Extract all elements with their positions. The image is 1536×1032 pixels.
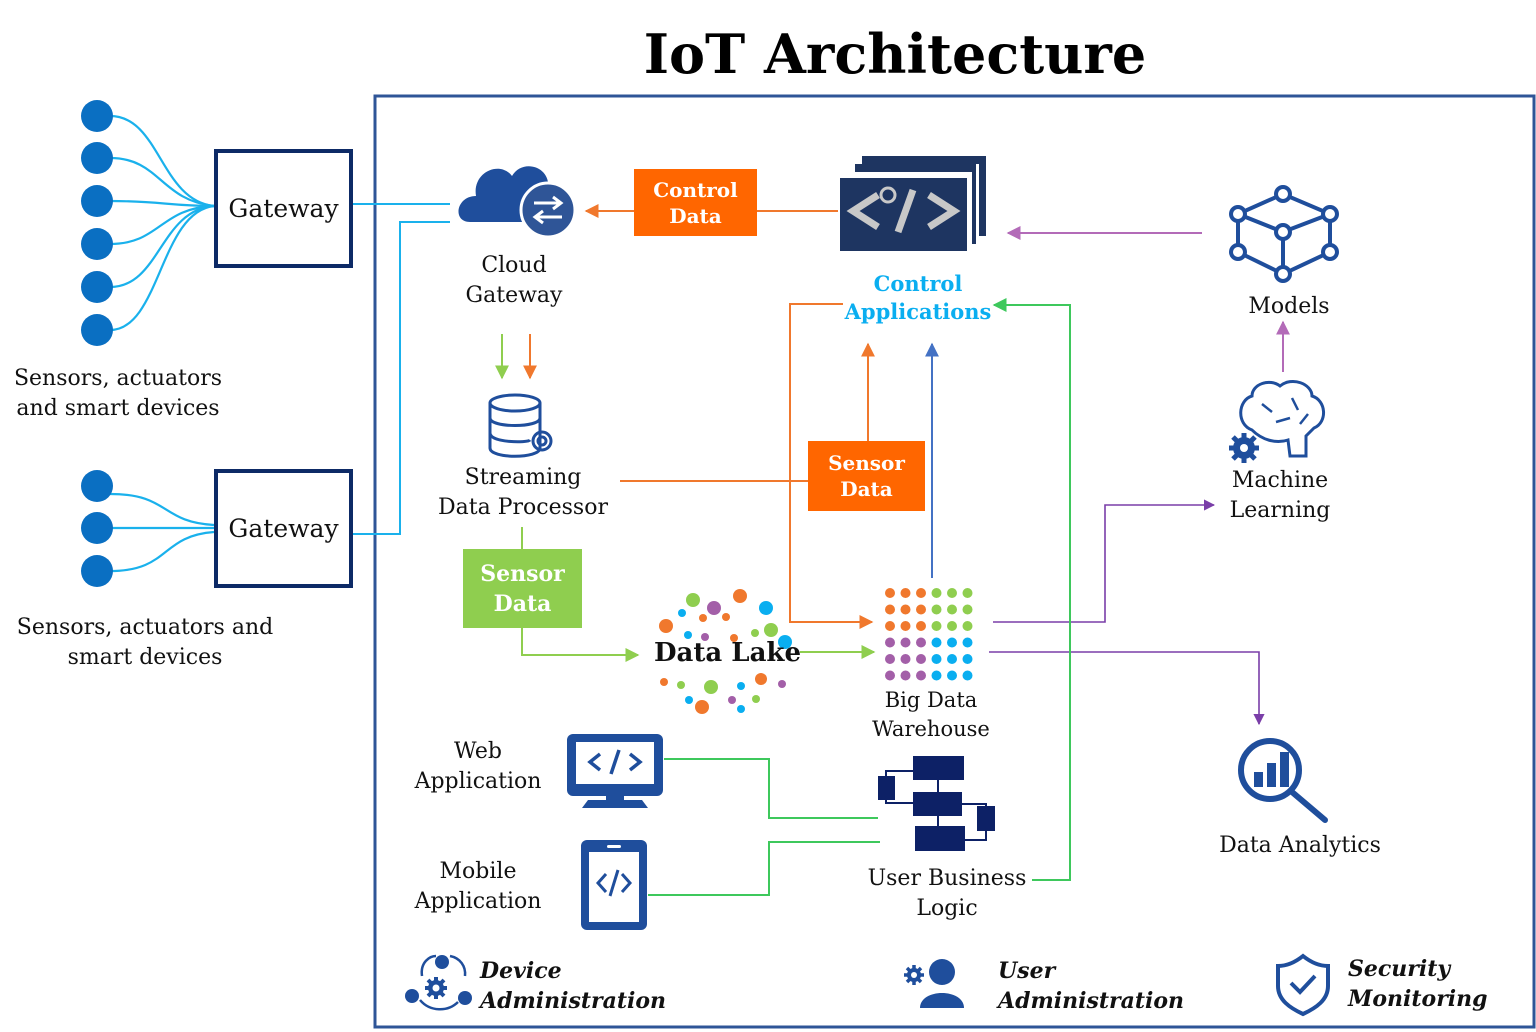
sensor-device — [81, 185, 113, 217]
warehouse-dot — [931, 621, 942, 631]
data-analytics-label: Data Analytics — [1219, 833, 1381, 858]
warehouse-dot — [916, 654, 926, 664]
warehouse-dot — [885, 654, 895, 664]
cloud-exchange-icon — [458, 166, 577, 239]
code-window-stack-icon — [840, 156, 986, 252]
devices-label-group-1: Sensors, actuators and smart devices — [13, 366, 223, 421]
sensor-device — [81, 555, 113, 587]
sensor-wires-group-2 — [109, 492, 215, 573]
warehouse-dot — [900, 654, 911, 664]
sensor-data-tag-orange: Sensor Data — [808, 441, 925, 511]
warehouse-dot — [885, 604, 895, 615]
phone-code-icon — [581, 840, 647, 930]
gateway2-to-cloud-link — [352, 221, 450, 535]
warehouse-dot — [885, 621, 895, 631]
streaming-processor-label: Streaming Data Processor — [438, 465, 608, 520]
warehouse-dot — [931, 670, 942, 681]
control-apps-to-warehouse-arrow — [789, 303, 874, 629]
warehouse-dot — [962, 637, 973, 648]
sensor-device — [81, 512, 113, 544]
gateway-2: Gateway — [214, 469, 353, 588]
warehouse-dot — [931, 588, 942, 598]
gateway-2-label: Gateway — [228, 514, 339, 543]
warehouse-dot — [916, 637, 926, 648]
warehouse-dot — [885, 670, 895, 681]
warehouse-dot — [916, 670, 926, 681]
sensor-device — [81, 314, 113, 346]
warehouse-dot — [947, 588, 957, 598]
machine-learning-label: Machine Learning — [1229, 468, 1331, 523]
mobile-application-label: Mobile Application — [414, 859, 542, 914]
big-data-warehouse-label: Big Data Warehouse — [872, 688, 990, 741]
warehouse-dot — [916, 604, 926, 615]
data-lake-label: Data Lake — [654, 638, 801, 668]
sensor-wires-group-1 — [109, 114, 215, 332]
warehouse-dot — [962, 670, 973, 681]
device-network-gear-icon — [405, 954, 472, 1011]
cube-network-icon — [1229, 185, 1339, 283]
warehouse-dot — [947, 637, 957, 648]
warehouse-dot — [947, 670, 957, 681]
warehouse-dot — [931, 604, 942, 615]
sensor-device — [81, 228, 113, 260]
warehouse-dot — [900, 604, 911, 615]
system-boundary-frame — [373, 94, 1536, 1029]
sensor-data-tag-green: Sensor Data — [463, 549, 582, 628]
warehouse-dot — [900, 637, 911, 648]
warehouse-dot — [885, 637, 895, 648]
warehouse-dot — [947, 621, 957, 631]
warehouse-dot — [962, 621, 973, 631]
warehouse-dot — [916, 588, 926, 598]
web-app-to-logic-link — [664, 758, 878, 819]
devices-label-group-2: Sensors, actuators and smart devices — [16, 615, 274, 670]
user-gear-icon — [904, 959, 964, 1008]
database-gear-icon — [488, 393, 553, 458]
sensor-device — [81, 100, 113, 132]
diagram-title: IoT Architecture — [643, 22, 1147, 86]
warehouse-to-analytics-arrow — [989, 651, 1265, 726]
control-data-tag: Control Data — [634, 169, 757, 236]
security-monitoring-label: Security Monitoring — [1348, 956, 1488, 1012]
magnifier-chart-icon — [1238, 738, 1328, 823]
user-administration-label: User Administration — [998, 958, 1185, 1014]
warehouse-dot — [900, 588, 911, 598]
warehouse-dot — [947, 654, 957, 664]
models-label: Models — [1248, 294, 1330, 319]
sensor-device — [81, 271, 113, 303]
warehouse-dot — [885, 588, 895, 598]
green-sensor-data-to-lake-arrow — [521, 628, 640, 662]
warehouse-dot — [962, 654, 973, 664]
sensor-device — [81, 470, 113, 502]
warehouse-dot — [916, 621, 926, 631]
warehouse-dot — [947, 604, 957, 615]
sensor-devices-group-2 — [81, 470, 113, 587]
sensor-device — [81, 142, 113, 174]
brain-gear-icon — [1229, 380, 1325, 463]
warehouse-dot — [962, 588, 973, 598]
gateway-1: Gateway — [214, 149, 353, 268]
warehouse-to-ml-arrow — [993, 499, 1216, 623]
sensor-devices-group-1 — [81, 100, 113, 346]
shield-check-icon — [1276, 953, 1330, 1017]
device-administration-label: Device Administration — [480, 958, 667, 1014]
logic-to-control-apps-arrow — [992, 298, 1071, 881]
warehouse-dot — [900, 621, 911, 631]
control-applications-label: Control Applications — [844, 271, 992, 324]
monitor-code-icon — [567, 734, 663, 808]
web-application-label: Web Application — [414, 739, 542, 794]
user-business-logic-label: User Business Logic — [867, 866, 1027, 921]
warehouse-dot — [931, 654, 942, 664]
warehouse-dot — [931, 637, 942, 648]
cloud-gateway-label: Cloud Gateway — [465, 253, 563, 308]
mobile-app-to-logic-link — [648, 841, 880, 896]
warehouse-dot — [962, 604, 973, 615]
warehouse-dot — [900, 670, 911, 681]
flowchart-icon — [878, 756, 995, 851]
data-lake-dots-icon — [659, 589, 792, 714]
dot-grid-icon — [885, 588, 973, 681]
gateway-1-label: Gateway — [228, 194, 339, 223]
